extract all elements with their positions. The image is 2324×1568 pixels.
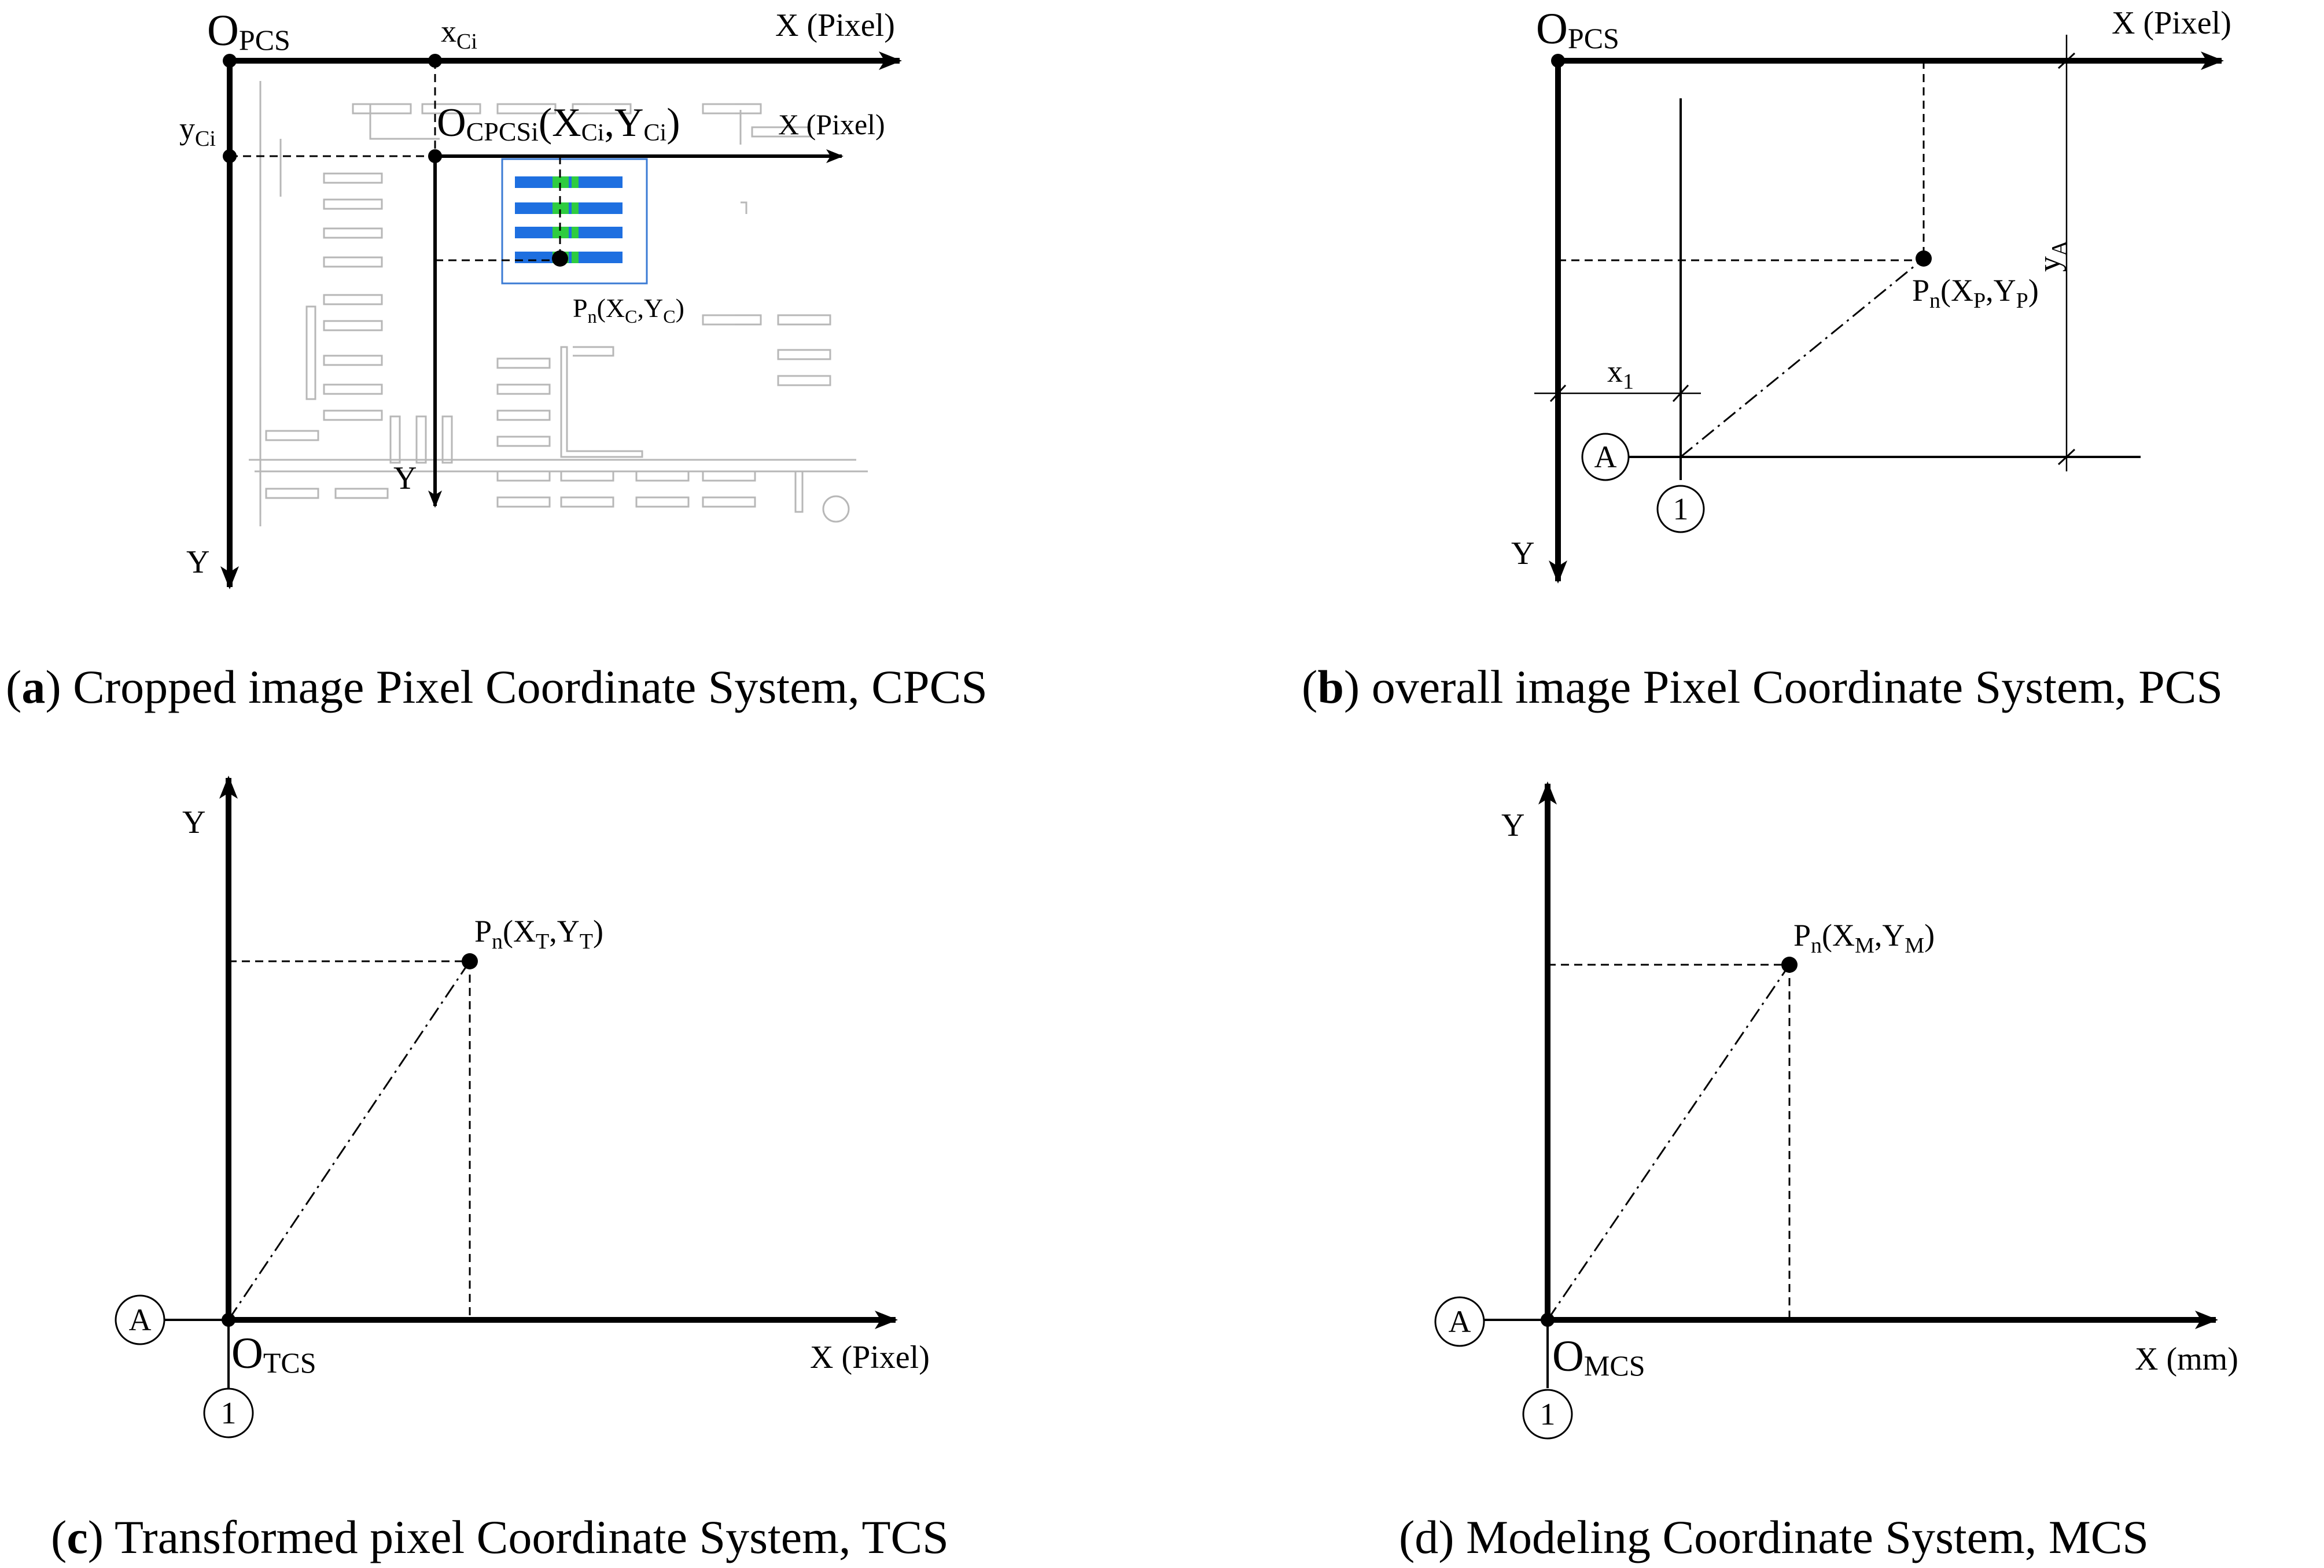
- caption-a: (a) Cropped image Pixel Coordinate Syste…: [6, 661, 988, 713]
- yci-label: yCi: [179, 111, 216, 151]
- caption-c: (c) Transformed pixel Coordinate System,…: [51, 1511, 949, 1563]
- origin-pcs-dot: [223, 54, 237, 68]
- xci-label: xCi: [441, 14, 477, 54]
- origin-mcs-label: OMCS: [1552, 1332, 1645, 1382]
- dashdot-line-c: [227, 961, 471, 1320]
- grid-1-label-b: 1: [1673, 492, 1689, 526]
- point-pn-label-b: Pn(XP,YP): [1912, 273, 2039, 313]
- point-pn-dot-d: [1781, 957, 1798, 973]
- dashed-guides: [230, 61, 561, 261]
- grid-bubble-1-c: [203, 1388, 254, 1438]
- dashdot-line-b: [1680, 257, 1924, 458]
- cpcs-x-axis-label: X (Pixel): [778, 108, 885, 141]
- origin-cpcs-dot: [428, 149, 442, 163]
- x-axis-label: X (Pixel): [775, 8, 895, 43]
- dashed-guides-c: [229, 960, 471, 1320]
- origin-pcs-dot-b: [1551, 54, 1565, 68]
- x-axis-label-b: X (Pixel): [2112, 5, 2231, 41]
- grid-bubble-a-b: [1581, 433, 1630, 481]
- y-axis-label-d: Y: [1501, 807, 1524, 843]
- caption-b: (b) overall image Pixel Coordinate Syste…: [1302, 661, 2223, 713]
- point-pn-dot-b: [1916, 250, 1932, 267]
- panel-b: A 1 OPCS X (Pixel) Y x1 yA Pn(XP,YP) (b)…: [1302, 5, 2231, 713]
- grid-1-label-d: 1: [1540, 1397, 1556, 1432]
- grid-a-label-c: A: [129, 1303, 152, 1337]
- panel-d: A 1 Y X (mm) OMCS Pn(XM,YM) (d) Modeling…: [1399, 781, 2238, 1563]
- grid-bubble-a-d: [1434, 1296, 1485, 1347]
- dashed-guides-d: [1548, 964, 1791, 1320]
- grid-a-label-d: A: [1449, 1304, 1471, 1339]
- dashdot-line-d: [1546, 964, 1791, 1320]
- point-pn-dot-c: [462, 953, 478, 969]
- xci-dot: [428, 54, 442, 68]
- x-axis-label-c: X (Pixel): [810, 1340, 930, 1375]
- point-pn-label-c: Pn(XT,YT): [474, 914, 603, 954]
- grid-bubble-a-c: [115, 1294, 165, 1345]
- y-axis-label-c: Y: [182, 805, 205, 840]
- yci-dot: [223, 149, 237, 163]
- panel-c: A 1 Y X (Pixel) OTCS Pn(XT,YT) (c) Trans…: [51, 776, 949, 1563]
- cpcs-y-axis-label: Y: [393, 460, 417, 496]
- y-axis-label: Y: [186, 544, 209, 580]
- origin-pcs-label-b: OPCS: [1536, 5, 1619, 54]
- highlighted-bars: [515, 176, 623, 263]
- panel-a: OPCS X (Pixel) Y xCi yCi OCPCSi(XCi,YCi)…: [6, 6, 988, 713]
- point-pn-dot: [552, 250, 568, 267]
- grid-bubble-1-d: [1522, 1389, 1573, 1440]
- origin-cpcs-label: OCPCSi(XCi,YCi): [437, 101, 680, 146]
- origin-tcs-label: OTCS: [231, 1329, 316, 1379]
- origin-pcs-label: OPCS: [207, 6, 290, 56]
- origin-tcs-dot: [222, 1313, 235, 1327]
- grid-a-label-b: A: [1594, 440, 1617, 474]
- caption-d: (d) Modeling Coordinate System, MCS: [1399, 1511, 2149, 1563]
- dim-ya-label: yA: [2032, 240, 2072, 272]
- grid-1-label-c: 1: [221, 1396, 237, 1430]
- origin-mcs-dot: [1541, 1313, 1555, 1327]
- crop-box: [501, 158, 648, 285]
- background-floor-plan: [249, 81, 868, 526]
- point-pn-label-d: Pn(XM,YM): [1793, 918, 1935, 958]
- point-pn-label: Pn(XC,YC): [573, 293, 684, 327]
- y-axis-label-b: Y: [1511, 536, 1534, 571]
- grid-bubble-1-b: [1656, 485, 1705, 533]
- dashed-guides-b: [1558, 61, 1925, 261]
- dim-x1-label: x1: [1607, 354, 1634, 394]
- x-axis-label-d: X (mm): [2135, 1341, 2238, 1377]
